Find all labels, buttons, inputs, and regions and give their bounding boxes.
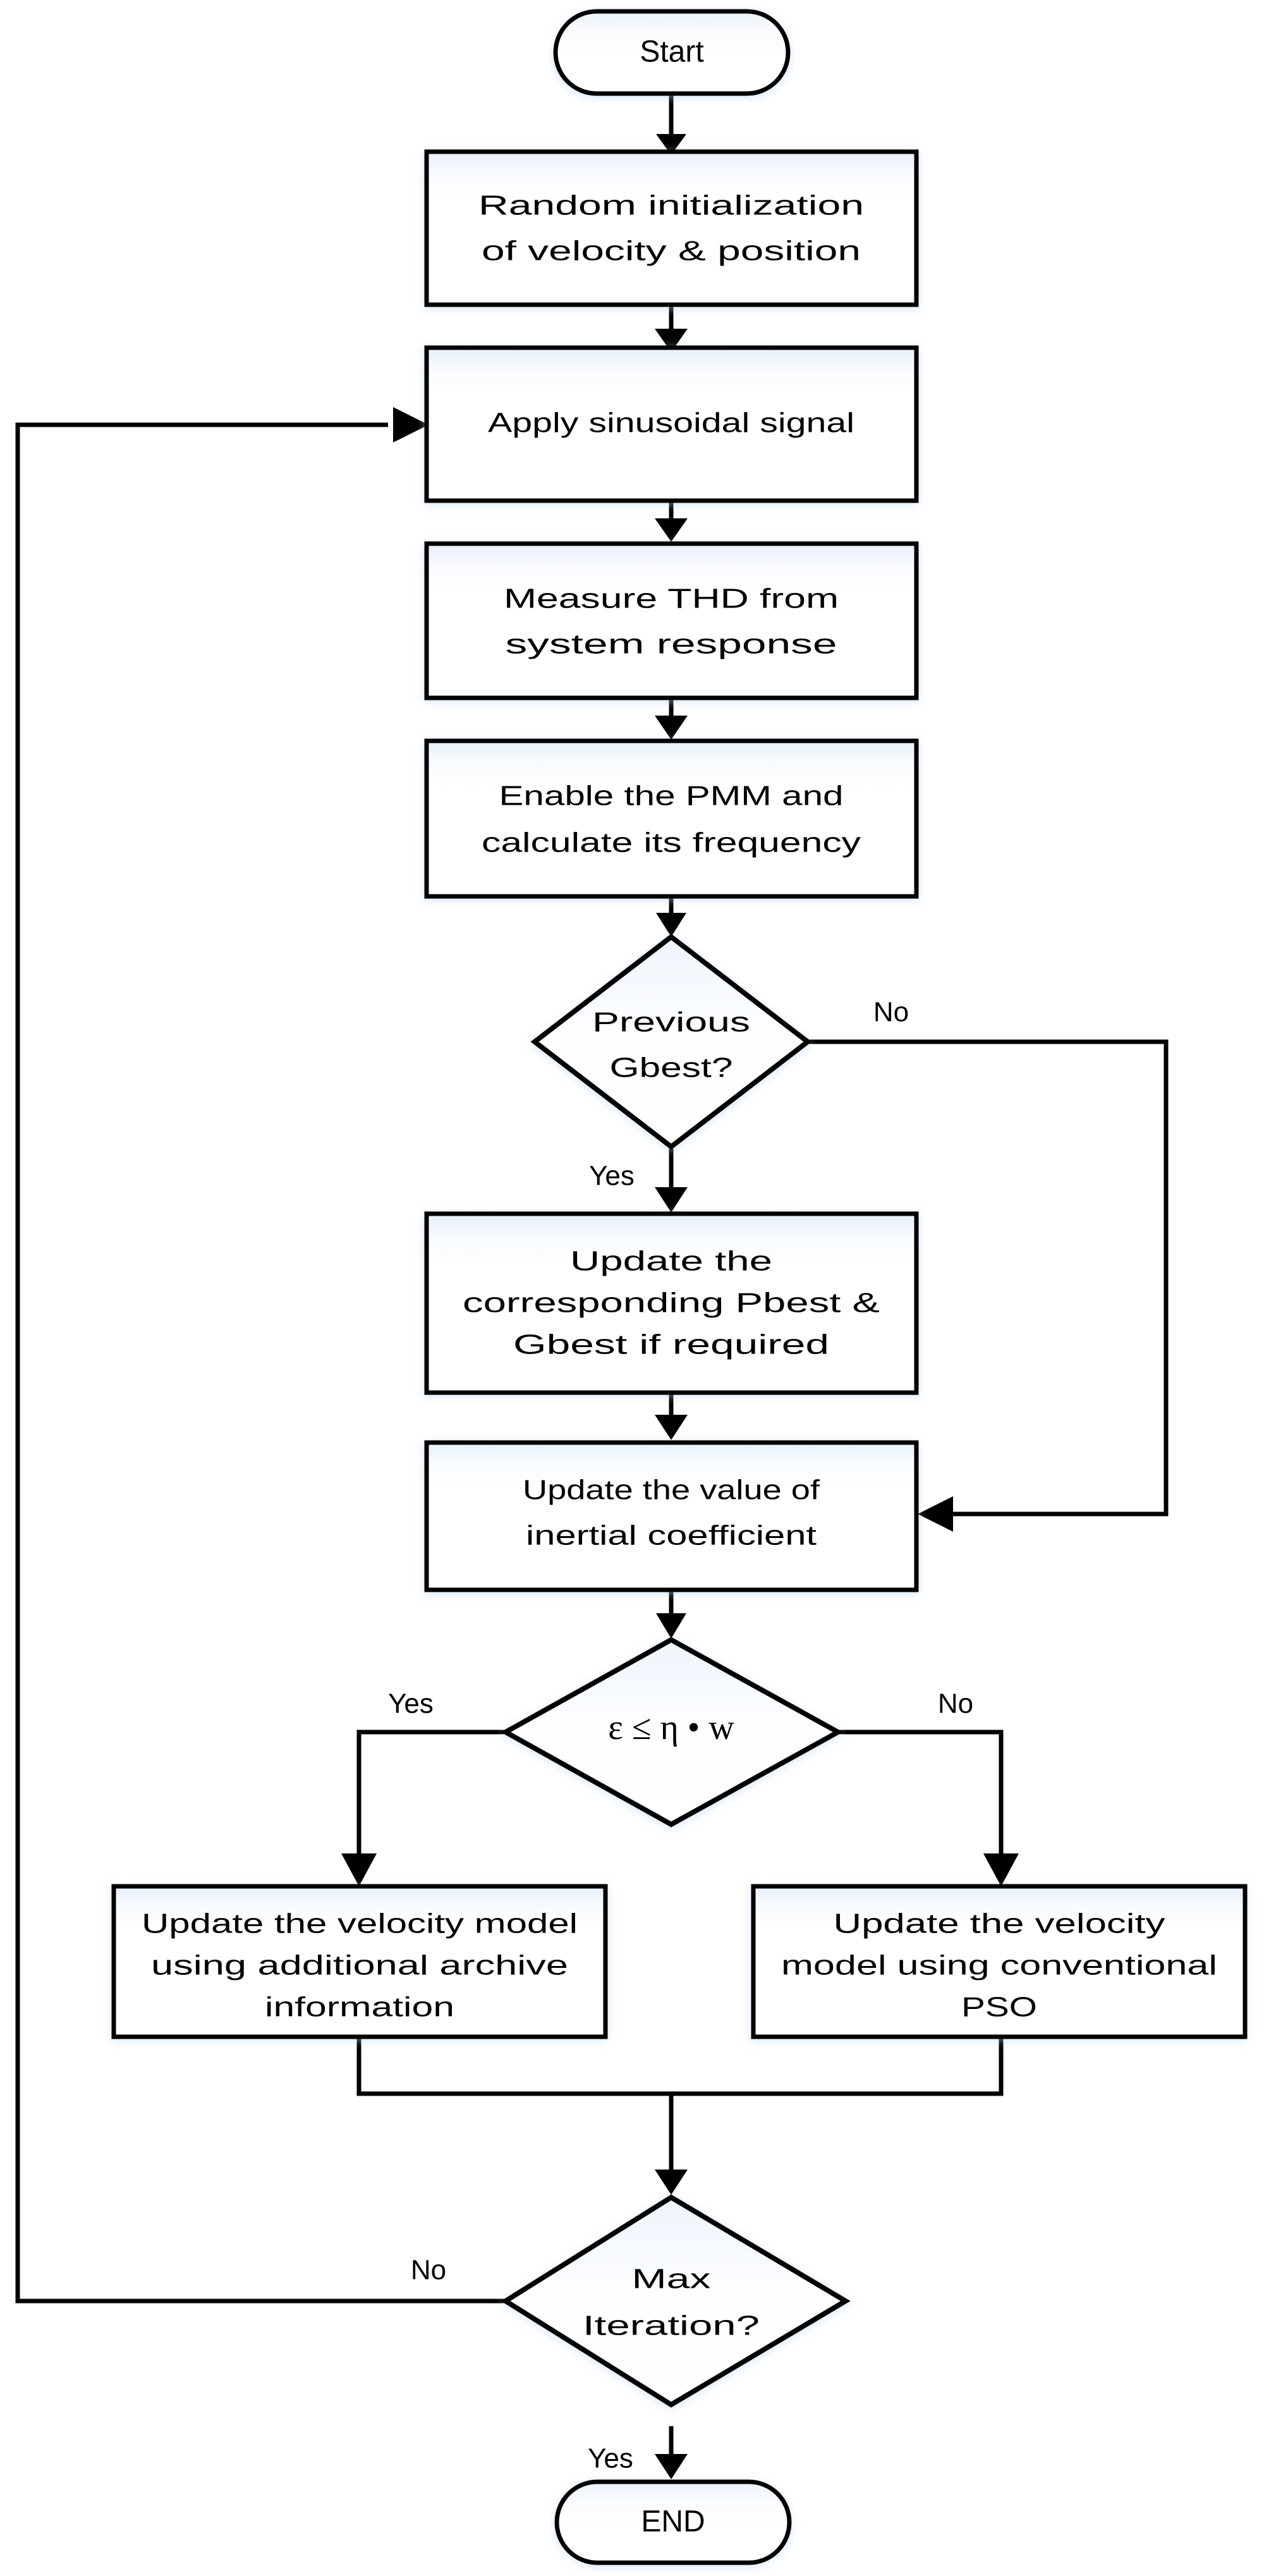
node-pmm-line1: Enable the PMM and: [499, 781, 844, 812]
node-start-label: Start: [640, 35, 703, 69]
node-archive-line2: using additional archive: [151, 1950, 568, 1981]
node-pso-line3: PSO: [961, 1992, 1037, 2023]
connector-velocity-merge: [356, 2037, 1004, 2195]
node-apply-label: Apply sinusoidal signal: [488, 408, 854, 439]
connector-pbest-to-inertia: [655, 1393, 688, 1440]
node-inertia-line2: inertial coefficient: [526, 1520, 817, 1551]
node-gbest-line2: Gbest?: [610, 1053, 733, 1084]
edge-label-maxiter-yes: Yes: [588, 2443, 633, 2474]
connector-pmm-to-gbest: [656, 896, 686, 937]
connector-maxiter-yes: [655, 2426, 688, 2479]
node-end-label: END: [641, 2505, 705, 2539]
connector-epsilon-no: [838, 1730, 1019, 1886]
node-update-inertial-coefficient[interactable]: Update the value of inertial coefficient: [424, 1440, 919, 1592]
node-apply-sinusoidal-signal[interactable]: Apply sinusoidal signal: [424, 345, 919, 503]
node-end[interactable]: END: [554, 2479, 792, 2565]
node-measure-line2: system response: [506, 629, 837, 660]
connector-measure-to-pmm: [655, 698, 688, 740]
node-start[interactable]: Start: [553, 9, 791, 96]
node-init-line1: Random initialization: [478, 190, 864, 221]
node-previous-gbest-decision[interactable]: Previous Gbest?: [530, 933, 812, 1151]
connector-epsilon-yes: [341, 1730, 506, 1886]
node-measure-thd[interactable]: Measure THD from system response: [424, 541, 919, 700]
node-pbest-line1: Update the: [570, 1246, 772, 1277]
node-maxiter-line2: Iteration?: [583, 2310, 760, 2341]
node-archive-line3: information: [265, 1992, 454, 2023]
edge-label-maxiter-no: No: [411, 2255, 446, 2286]
node-epsilon-threshold-decision[interactable]: ε ≤ η • w: [500, 1637, 844, 1828]
node-pmm-line2: calculate its frequency: [482, 827, 861, 858]
connector-maxiter-no: [15, 407, 506, 2304]
edge-label-epsilon-no: No: [938, 1688, 973, 1719]
node-update-pbest-gbest[interactable]: Update the corresponding Pbest & Gbest i…: [424, 1211, 919, 1395]
node-pso-line1: Update the velocity: [834, 1908, 1165, 1939]
connector-apply-to-measure: [655, 501, 688, 542]
connector-start-to-init: [656, 93, 686, 155]
node-init-line2: of velocity & position: [482, 236, 861, 267]
node-pbest-line3: Gbest if required: [513, 1329, 829, 1360]
node-velocity-pso[interactable]: Update the velocity model using conventi…: [751, 1884, 1248, 2039]
edge-label-gbest-no: No: [873, 997, 909, 1028]
node-enable-pmm[interactable]: Enable the PMM and calculate its frequen…: [424, 738, 919, 899]
edge-label-gbest-yes: Yes: [589, 1161, 635, 1192]
node-max-iteration-decision[interactable]: Max Iteration?: [501, 2194, 851, 2408]
node-gbest-line1: Previous: [592, 1007, 750, 1038]
node-pbest-line2: corresponding Pbest &: [463, 1288, 880, 1319]
node-pso-line2: model using conventional: [781, 1950, 1217, 1981]
node-velocity-archive[interactable]: Update the velocity model using addition…: [111, 1884, 608, 2039]
connector-init-to-apply: [655, 305, 688, 352]
node-maxiter-line1: Max: [632, 2264, 711, 2295]
node-inertia-line1: Update the value of: [523, 1475, 820, 1506]
connector-gbest-no: [808, 1039, 1169, 1532]
connector-inertia-to-epsilon: [656, 1590, 686, 1639]
node-epsilon-formula: ε ≤ η • w: [608, 1708, 734, 1747]
connector-gbest-yes: [655, 1144, 688, 1212]
edge-label-epsilon-yes: Yes: [388, 1688, 434, 1719]
node-measure-line1: Measure THD from: [504, 583, 839, 614]
node-random-initialization[interactable]: Random initialization of velocity & posi…: [424, 149, 919, 307]
node-archive-line1: Update the velocity model: [142, 1908, 578, 1939]
